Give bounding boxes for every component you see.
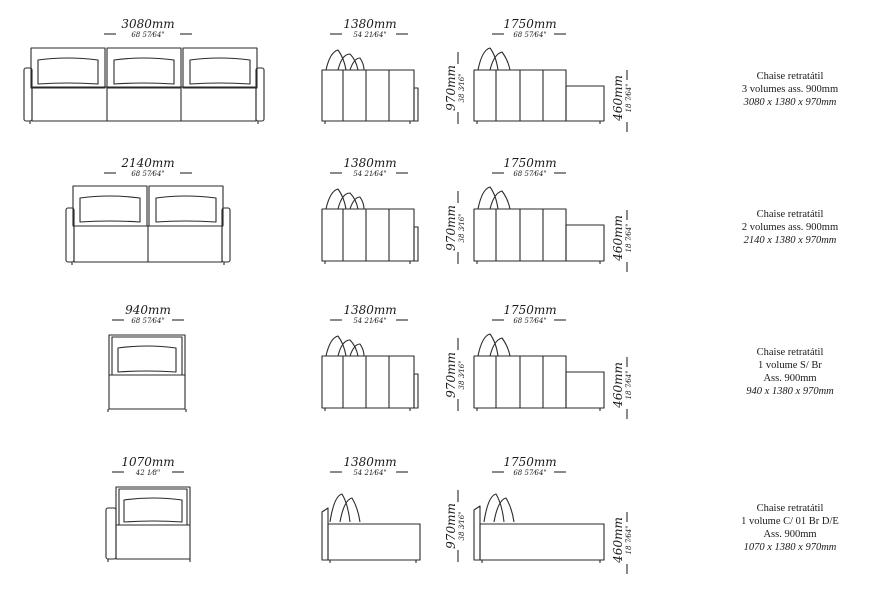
seat-height-label: 460mm bbox=[611, 362, 625, 409]
chaise-length-inches: 68 57⁄64" bbox=[513, 31, 546, 39]
model-seat: Ass. 900mm bbox=[763, 373, 817, 384]
sofa-side-view bbox=[321, 493, 421, 563]
model-dimensions: 2140 x 1380 x 970mm bbox=[743, 235, 837, 246]
seat-height-inches: 18 7⁄64" bbox=[625, 224, 633, 253]
chaise-length-inches: 68 57⁄64" bbox=[513, 469, 546, 477]
model-type: Chaise retratátil bbox=[756, 503, 824, 514]
front-width-inches: 68 57⁄64" bbox=[131, 317, 164, 325]
front-width-label: 1070mm bbox=[121, 455, 174, 469]
model-dimensions: 940 x 1380 x 970mm bbox=[746, 386, 834, 397]
side-depth-inches: 54 21⁄64" bbox=[353, 170, 386, 178]
model-config: 3 volumes ass. 900mm bbox=[741, 84, 839, 95]
chaise-length-label: 1750mm bbox=[503, 156, 556, 170]
chaise-side-view bbox=[473, 333, 605, 411]
side-depth-inches: 54 21⁄64" bbox=[353, 469, 386, 477]
height-inches: 38 3⁄16" bbox=[458, 214, 466, 243]
side-depth-label: 1380mm bbox=[343, 303, 396, 317]
side-depth-label: 1380mm bbox=[343, 17, 396, 31]
height-inches: 38 3⁄16" bbox=[458, 361, 466, 390]
model-label-2-volumes: Chaise retratátil 2 volumes ass. 900mm 2… bbox=[700, 208, 880, 247]
model-dimensions: 1070 x 1380 x 970mm bbox=[743, 542, 837, 553]
model-config: 1 volume S/ Br bbox=[758, 360, 822, 371]
sofa-side-view bbox=[321, 335, 419, 411]
sofa-front-view bbox=[105, 486, 191, 562]
model-label-1-volume-no-arm: Chaise retratátil 1 volume S/ Br Ass. 90… bbox=[700, 346, 880, 398]
model-type: Chaise retratátil bbox=[756, 71, 824, 82]
seat-height-inches: 18 7⁄64" bbox=[625, 84, 633, 113]
seat-height-label: 460mm bbox=[611, 215, 625, 262]
sofa-side-view bbox=[321, 188, 419, 264]
chaise-side-view bbox=[473, 47, 605, 124]
chaise-length-label: 1750mm bbox=[503, 17, 556, 31]
seat-height-inches: 18 7⁄64" bbox=[625, 371, 633, 400]
model-config: 2 volumes ass. 900mm bbox=[741, 222, 839, 233]
chaise-length-label: 1750mm bbox=[503, 455, 556, 469]
model-label-1-volume-one-arm: Chaise retratátil 1 volume C/ 01 Br D/E … bbox=[700, 502, 880, 554]
chaise-length-inches: 68 57⁄64" bbox=[513, 317, 546, 325]
side-depth-inches: 54 21⁄64" bbox=[353, 317, 386, 325]
side-depth-inches: 54 21⁄64" bbox=[353, 31, 386, 39]
model-type: Chaise retratátil bbox=[756, 209, 824, 220]
model-type: Chaise retratátil bbox=[756, 347, 824, 358]
height-label: 970mm bbox=[444, 503, 458, 549]
sofa-front-view bbox=[107, 334, 187, 412]
front-width-inches: 68 57⁄64" bbox=[131, 170, 164, 178]
front-width-label: 2140mm bbox=[120, 156, 174, 170]
model-config: 1 volume C/ 01 Br D/E bbox=[741, 516, 839, 527]
sofa-side-view bbox=[321, 49, 419, 124]
row-3: 940mm 68 57⁄64" 1380mm 54 21⁄64" 1750mm … bbox=[107, 303, 633, 419]
seat-height-label: 460mm bbox=[611, 517, 625, 564]
model-seat: Ass. 900mm bbox=[763, 529, 817, 540]
sofa-front-view bbox=[65, 185, 231, 265]
height-inches: 38 3⁄16" bbox=[458, 74, 466, 103]
side-depth-label: 1380mm bbox=[343, 455, 396, 469]
chaise-side-view bbox=[473, 186, 605, 264]
front-width-label: 3080mm bbox=[121, 17, 174, 31]
chaise-side-view bbox=[473, 493, 605, 563]
height-label: 970mm bbox=[444, 205, 458, 251]
chaise-length-inches: 68 57⁄64" bbox=[513, 170, 546, 178]
model-dimensions: 3080 x 1380 x 970mm bbox=[743, 97, 837, 108]
sofa-front-view bbox=[23, 47, 265, 124]
height-label: 970mm bbox=[444, 65, 458, 111]
height-label: 970mm bbox=[444, 352, 458, 398]
side-depth-label: 1380mm bbox=[343, 156, 396, 170]
row-2: 2140mm 68 57⁄64" 1380mm 54 21⁄64" bbox=[65, 156, 633, 272]
chaise-length-label: 1750mm bbox=[503, 303, 556, 317]
row-1: 3080mm 68 57⁄64" 1380mm 54 21⁄64" bbox=[23, 17, 633, 132]
front-width-label: 940mm bbox=[125, 303, 171, 317]
row-4: 1070mm 42 1⁄8" 1380mm 54 21⁄64" 1750mm 6… bbox=[105, 455, 633, 574]
seat-height-inches: 18 7⁄64" bbox=[625, 526, 633, 555]
front-width-inches: 68 57⁄64" bbox=[131, 31, 164, 39]
height-inches: 38 3⁄16" bbox=[458, 512, 466, 541]
seat-height-label: 460mm bbox=[611, 75, 625, 122]
front-width-inches: 42 1⁄8" bbox=[135, 469, 160, 477]
model-label-3-volumes: Chaise retratátil 3 volumes ass. 900mm 3… bbox=[700, 70, 880, 109]
